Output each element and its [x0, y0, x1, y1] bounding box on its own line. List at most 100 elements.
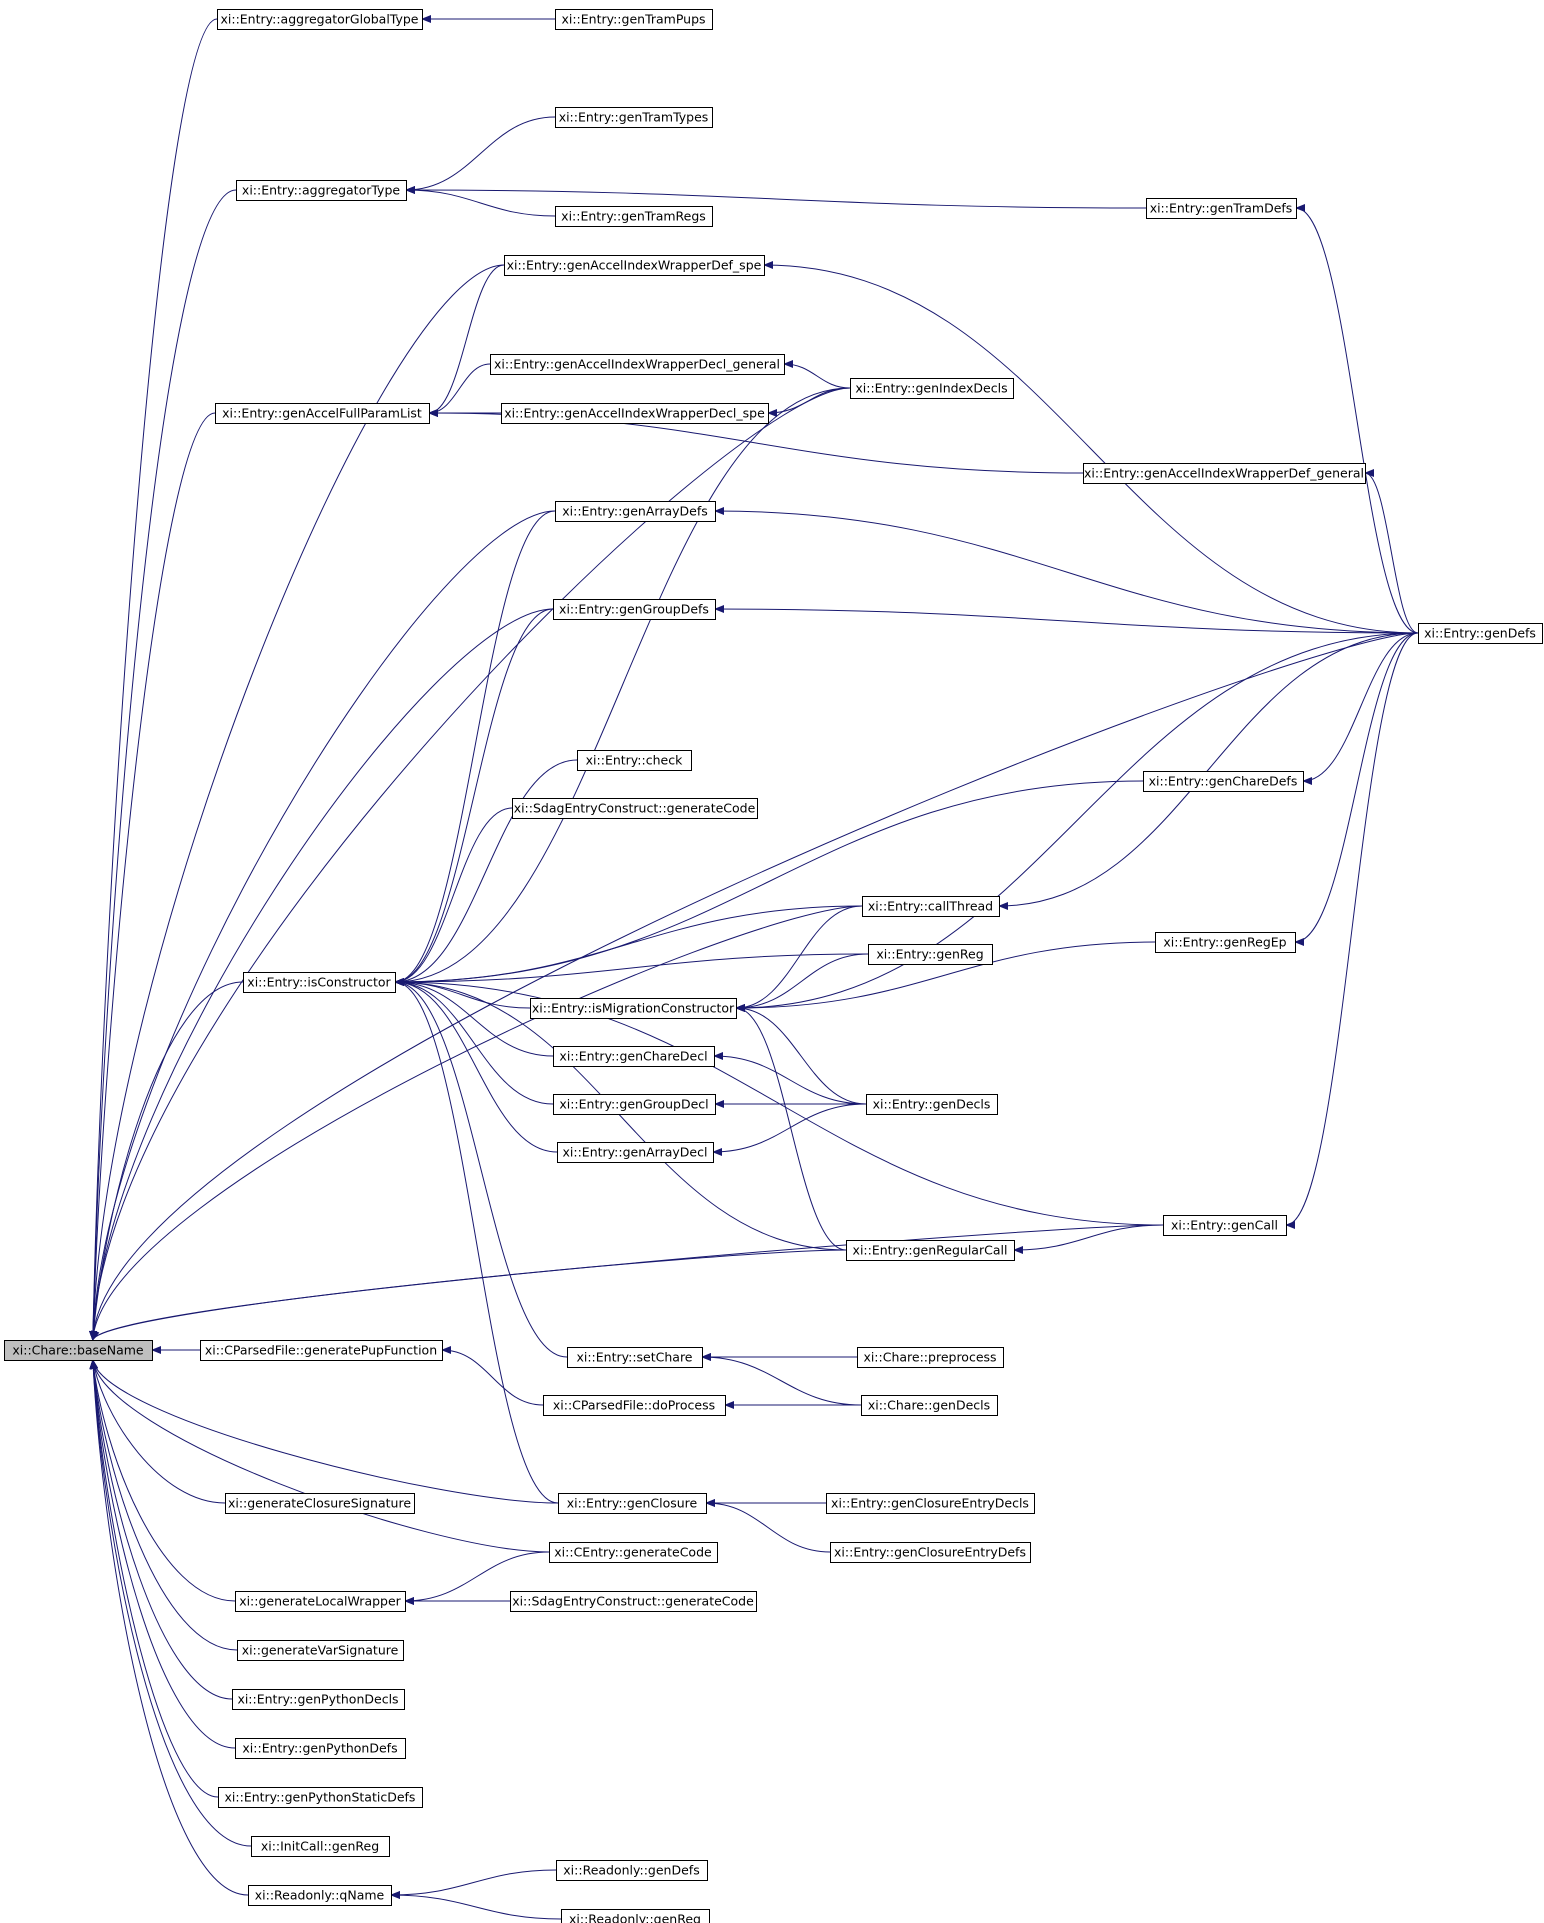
edge-genGroupDefs-to-root	[89, 608, 554, 1341]
edge-genDecls-to-genArrayDecl	[712, 1103, 867, 1156]
node-genPupFn[interactable]: xi::CParsedFile::generatePupFunction	[200, 1340, 443, 1361]
edge-genDefs-to-accelDefSpe	[763, 261, 1419, 634]
node-box	[236, 180, 407, 201]
node-centryGen[interactable]: xi::CEntry::generateCode	[549, 1542, 718, 1563]
node-label: xi::Entry::genAccelIndexWrapperDef_spe	[507, 258, 762, 273]
node-setChare[interactable]: xi::Entry::setChare	[567, 1347, 703, 1368]
node-box	[555, 501, 716, 522]
node-label: xi::Entry::genTramRegs	[561, 209, 706, 224]
node-label: xi::Entry::genGroupDefs	[559, 602, 709, 617]
node-roGenReg[interactable]: xi::Readonly::genReg	[561, 1909, 710, 1923]
node-label: xi::CEntry::generateCode	[554, 1545, 712, 1560]
node-box	[215, 403, 430, 424]
node-genTramTypes[interactable]: xi::Entry::genTramTypes	[555, 107, 713, 128]
node-check[interactable]: xi::Entry::check	[577, 750, 692, 771]
node-box	[501, 403, 769, 424]
node-genClosureSig[interactable]: xi::generateClosureSignature	[225, 1493, 415, 1514]
node-accelFull[interactable]: xi::Entry::genAccelFullParamList	[215, 403, 430, 424]
node-genArrayDecl[interactable]: xi::Entry::genArrayDecl	[557, 1142, 714, 1163]
edge-genRegularCall-to-root	[91, 1249, 847, 1341]
node-box	[1143, 771, 1304, 792]
edge-genIndexDecls-to-root	[89, 387, 851, 1341]
node-closureEntryDecls[interactable]: xi::Entry::genClosureEntryDecls	[826, 1493, 1035, 1514]
node-accelDeclSpe[interactable]: xi::Entry::genAccelIndexWrapperDecl_spe	[501, 403, 769, 424]
edge-genDefs-to-genRegEp	[1294, 632, 1419, 946]
node-sdagGen1[interactable]: xi::SdagEntryConstruct::generateCode	[512, 798, 758, 819]
node-doProcess[interactable]: xi::CParsedFile::doProcess	[543, 1395, 726, 1416]
node-genChareDecl[interactable]: xi::Entry::genChareDecl	[553, 1046, 715, 1067]
node-box	[232, 1689, 405, 1710]
node-box	[243, 972, 396, 993]
node-genRegularCall[interactable]: xi::Entry::genRegularCall	[846, 1240, 1015, 1261]
node-genArrayDefs[interactable]: xi::Entry::genArrayDefs	[555, 501, 716, 522]
node-label: xi::SdagEntryConstruct::generateCode	[514, 801, 756, 816]
node-genIndexDecls[interactable]: xi::Entry::genIndexDecls	[850, 378, 1014, 399]
edge-centryGen-to-root	[90, 1359, 550, 1553]
node-genRegEp[interactable]: xi::Entry::genRegEp	[1155, 932, 1296, 953]
edge-accelDeclGen-to-accelFull	[428, 363, 491, 417]
node-label: xi::Entry::genArrayDefs	[562, 504, 708, 519]
node-genReg[interactable]: xi::Entry::genReg	[868, 944, 993, 965]
edge-accelDefSpe-to-accelFull	[428, 264, 505, 417]
edge-closureEntryDefs-to-genClosure	[705, 1499, 831, 1553]
node-isMigCtor[interactable]: xi::Entry::isMigrationConstructor	[530, 998, 737, 1019]
edge-genVarSig-to-root	[89, 1359, 238, 1651]
node-box	[1163, 1215, 1287, 1236]
node-pyDecls[interactable]: xi::Entry::genPythonDecls	[232, 1689, 405, 1710]
edge-genTramRegs-to-aggType	[405, 186, 556, 217]
node-genTramDefs[interactable]: xi::Entry::genTramDefs	[1146, 198, 1297, 219]
node-callThread[interactable]: xi::Entry::callThread	[862, 896, 1000, 917]
node-label: xi::Entry::aggregatorGlobalType	[220, 12, 418, 27]
node-accelDeclGen[interactable]: xi::Entry::genAccelIndexWrapperDecl_gene…	[490, 354, 785, 375]
node-genTramPups[interactable]: xi::Entry::genTramPups	[555, 9, 713, 30]
node-pyDefs[interactable]: xi::Entry::genPythonDefs	[235, 1738, 406, 1759]
node-isCtor[interactable]: xi::Entry::isConstructor	[243, 972, 396, 993]
node-qName[interactable]: xi::Readonly::qName	[248, 1885, 392, 1906]
node-genVarSig[interactable]: xi::generateVarSignature	[237, 1640, 404, 1661]
node-genGroupDecl[interactable]: xi::Entry::genGroupDecl	[553, 1094, 716, 1115]
node-chareGenDecls[interactable]: xi::Chare::genDecls	[861, 1395, 998, 1416]
node-label: xi::Entry::genClosureEntryDefs	[834, 1545, 1026, 1560]
node-root[interactable]: xi::Chare::baseName	[4, 1340, 153, 1361]
node-label: xi::SdagEntryConstruct::generateCode	[512, 1594, 754, 1609]
node-label: xi::Entry::genAccelIndexWrapperDef_gener…	[1084, 466, 1364, 481]
node-genClosure[interactable]: xi::Entry::genClosure	[558, 1493, 707, 1514]
node-box	[868, 944, 993, 965]
node-label: xi::generateLocalWrapper	[239, 1594, 401, 1609]
edge-genIndexDecls-to-accelDeclGen	[783, 360, 851, 389]
node-box	[553, 1094, 716, 1115]
node-sdagGen2[interactable]: xi::SdagEntryConstruct::generateCode	[510, 1591, 757, 1612]
node-box	[557, 1142, 714, 1163]
node-accelDefSpe[interactable]: xi::Entry::genAccelIndexWrapperDef_spe	[504, 255, 765, 276]
node-roGenDefs[interactable]: xi::Readonly::genDefs	[556, 1860, 708, 1881]
edge-genDefs-to-genChareDefs	[1302, 632, 1419, 785]
node-label: xi::CParsedFile::generatePupFunction	[205, 1343, 437, 1358]
node-genDecls[interactable]: xi::Entry::genDecls	[866, 1094, 998, 1115]
node-genChareDefs[interactable]: xi::Entry::genChareDefs	[1143, 771, 1304, 792]
node-box	[556, 1860, 708, 1881]
node-genGroupDefs[interactable]: xi::Entry::genGroupDefs	[553, 599, 716, 620]
node-aggGlobalType[interactable]: xi::Entry::aggregatorGlobalType	[217, 9, 423, 30]
node-genDefs[interactable]: xi::Entry::genDefs	[1418, 623, 1543, 644]
node-box	[200, 1340, 443, 1361]
node-label: xi::Entry::check	[586, 753, 683, 768]
node-initGenReg[interactable]: xi::InitCall::genReg	[251, 1836, 390, 1857]
edge-genDefs-to-callThread	[998, 632, 1419, 910]
node-aggType[interactable]: xi::Entry::aggregatorType	[236, 180, 407, 201]
node-genCall[interactable]: xi::Entry::genCall	[1163, 1215, 1287, 1236]
node-genTramRegs[interactable]: xi::Entry::genTramRegs	[555, 206, 713, 227]
node-pyStatic[interactable]: xi::Entry::genPythonStaticDefs	[218, 1787, 423, 1808]
node-label: xi::Entry::genAccelFullParamList	[222, 406, 422, 421]
edge-genRegularCall-to-isCtor	[394, 978, 847, 1251]
edge-genIndexDecls-to-isCtor	[394, 387, 851, 986]
edge-centryGen-to-genLocalWrapper	[404, 1551, 550, 1605]
node-genLocalWrapper[interactable]: xi::generateLocalWrapper	[235, 1591, 406, 1612]
node-box	[577, 750, 692, 771]
edge-genTramTypes-to-aggType	[405, 116, 556, 194]
node-closureEntryDefs[interactable]: xi::Entry::genClosureEntryDefs	[830, 1542, 1031, 1563]
node-box	[235, 1591, 406, 1612]
node-charePre[interactable]: xi::Chare::preprocess	[857, 1347, 1004, 1368]
node-accelDefGen[interactable]: xi::Entry::genAccelIndexWrapperDef_gener…	[1083, 463, 1366, 484]
node-box	[4, 1340, 153, 1361]
node-box	[225, 1493, 415, 1514]
